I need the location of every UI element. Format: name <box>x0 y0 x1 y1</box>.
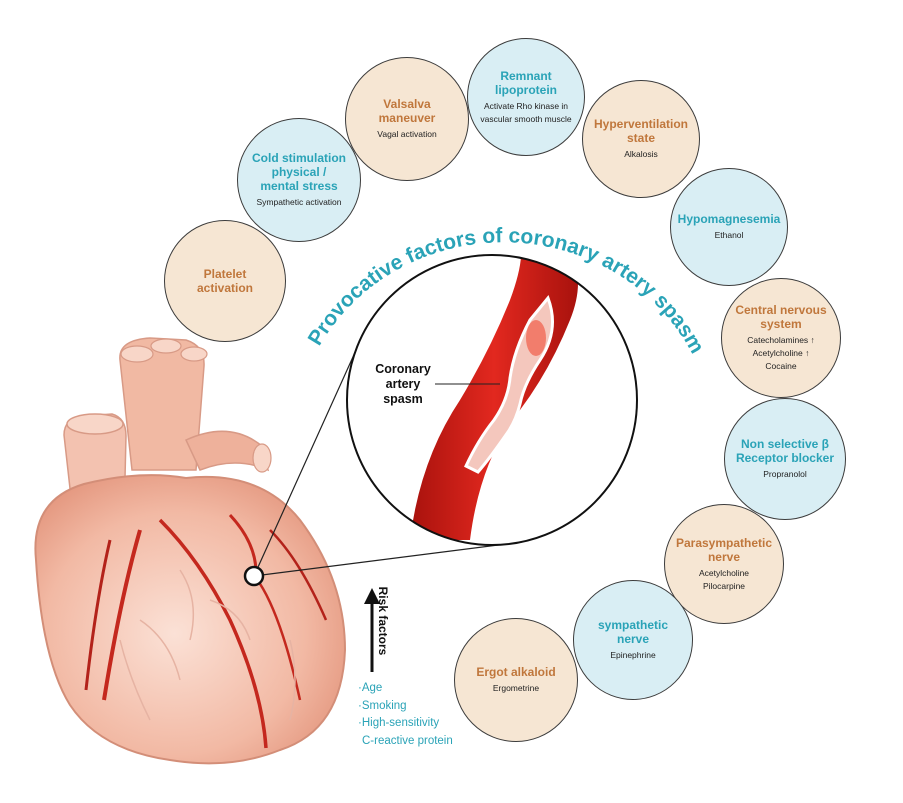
factor-platelet-activation: Platelet activation <box>164 220 286 342</box>
factor-beta-blocker: Non selective β Receptor blocker Propran… <box>724 398 846 520</box>
heart-shape <box>34 337 347 765</box>
factor-detail: Ergometrine <box>492 683 540 693</box>
factor-hypomagnesemia: Hypomagnesemia Ethanol <box>670 168 788 286</box>
risk-item: ·Age <box>358 682 383 694</box>
factor-detail: Alkalosis <box>624 149 658 159</box>
factor-detail: Activate Rho kinase in vascular smooth m… <box>480 100 572 124</box>
risk-item: C-reactive protein <box>362 734 453 747</box>
risk-arrow <box>364 588 380 672</box>
factor-title: Remnant lipoprotein <box>495 68 557 97</box>
factor-title: Hyperventilation state <box>593 117 689 145</box>
factor-detail: Epinephrine <box>610 650 656 660</box>
factor-detail: Propranolol <box>763 469 807 479</box>
factor-title: Hypomagnesemia <box>677 212 781 226</box>
factor-detail: Sympathetic activation <box>256 197 342 207</box>
inset-label: Coronary artery spasm <box>375 362 431 406</box>
spasm-inset <box>346 254 638 546</box>
factor-title: sympathetic nerve <box>597 618 669 646</box>
factor-central-nervous-system: Central nervous system Catecholamines ↑ … <box>721 278 841 398</box>
factor-detail: Acetylcholine Pilocarpine <box>698 567 750 591</box>
factor-hyperventilation: Hyperventilation state Alkalosis <box>582 80 700 198</box>
factor-ergot-alkaloid: Ergot alkaloid Ergometrine <box>454 618 578 742</box>
factor-title: Parasympathetic nerve <box>675 535 773 564</box>
factor-cold-stimulation: Cold stimulation physical / mental stres… <box>237 118 361 242</box>
factor-parasympathetic-nerve: Parasympathetic nerve Acetylcholine Pilo… <box>664 504 784 624</box>
risk-factors-label: Risk factors <box>376 586 390 656</box>
factor-title: Central nervous system <box>735 303 827 331</box>
factor-detail: Vagal activation <box>377 129 437 139</box>
factor-detail: Ethanol <box>714 230 744 240</box>
risk-item: ·Smoking <box>358 699 407 712</box>
factor-title: Non selective β Receptor blocker <box>735 437 835 465</box>
risk-factors-list: ·Age ·Smoking ·High-sensitivity C-reacti… <box>358 680 453 750</box>
risk-item: ·High-sensitivity <box>358 717 440 729</box>
factor-title: Valsalva maneuver <box>378 97 436 125</box>
factor-title: Cold stimulation physical / mental stres… <box>252 151 346 193</box>
spasm-location-marker <box>243 565 265 587</box>
factor-title: Platelet activation <box>196 267 253 295</box>
factor-title: Ergot alkaloid <box>476 665 556 679</box>
factor-valsalva-maneuver: Valsalva maneuver Vagal activation <box>345 57 469 181</box>
factor-detail: Catecholamines ↑ Acetylcholine ↑ Cocaine <box>747 335 815 371</box>
factor-sympathetic-nerve: sympathetic nerve Epinephrine <box>573 580 693 700</box>
factor-remnant-lipoprotein: Remnant lipoprotein Activate Rho kinase … <box>467 38 585 156</box>
